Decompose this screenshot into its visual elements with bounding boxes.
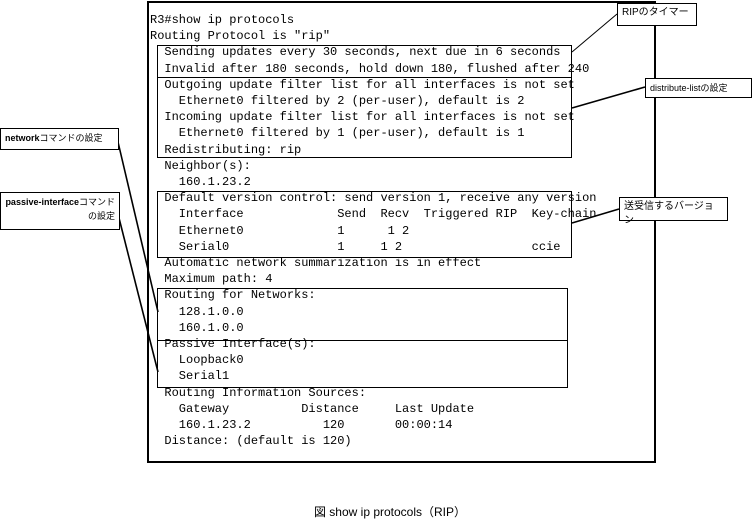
terminal-line: Interface Send Recv Triggered RIP Key-ch…	[150, 207, 597, 222]
callout-rip-timer-text: RIPのタイマー	[622, 7, 689, 18]
leader-line-timer	[571, 13, 618, 53]
terminal-frame	[147, 1, 656, 463]
terminal-line: Ethernet0 filtered by 1 (per-user), defa…	[150, 126, 525, 141]
version-highlight-box	[157, 191, 572, 258]
terminal-line: Loopback0	[150, 353, 244, 368]
terminal-line: Gateway Distance Last Update	[150, 401, 475, 416]
callout-distribute-list-text: distribute-listの設定	[650, 83, 728, 93]
terminal-line: Automatic network summarization is in ef…	[150, 256, 482, 270]
terminal-line: Serial1	[150, 369, 230, 384]
terminal-line: 160.1.0.0	[150, 320, 244, 335]
terminal-line: Maximum path: 4	[150, 272, 273, 287]
callout-network-text: コマンドの設定	[39, 133, 103, 143]
callout-version-text: 送受信するバージョン	[624, 201, 714, 226]
figure-caption: 図 show ip protocols（RIP）	[313, 505, 467, 519]
leader-line-passive	[118, 217, 159, 373]
terminal-line: Routing Protocol is "rip"	[150, 29, 331, 44]
terminal-line: Ethernet0 1 1 2	[150, 223, 410, 238]
leader-line-network	[117, 141, 159, 313]
terminal-line: Outgoing update filter list for all inte…	[150, 77, 575, 92]
callout-network: networkコマンドの設定	[0, 128, 119, 150]
terminal-line: 128.1.0.0	[150, 304, 244, 319]
leader-line-distribute	[571, 86, 646, 109]
leader-line-version	[571, 208, 620, 224]
callout-version: 送受信するバージョン	[619, 197, 728, 226]
callout-network-command: network	[5, 133, 40, 143]
callout-passive-command: passive-interface	[5, 197, 79, 207]
terminal-line: 160.1.23.2	[150, 175, 251, 189]
distribute-list-highlight-box	[157, 77, 572, 158]
terminal-line: Redistributing: rip	[150, 142, 302, 157]
terminal-line: 160.1.23.2 120 00:00:14	[150, 418, 453, 432]
terminal-line: Serial0 1 1 2 ccie	[150, 239, 561, 254]
terminal-line: Neighbor(s):	[150, 158, 251, 173]
passive-highlight-box	[157, 340, 568, 388]
terminal-line: Invalid after 180 seconds, hold down 180…	[150, 61, 590, 76]
terminal-line: Distance: (default is 120)	[150, 434, 352, 449]
terminal-line: Incoming update filter list for all inte…	[150, 110, 575, 125]
terminal-line: Routing for Networks:	[150, 288, 316, 303]
terminal-line: Routing Information Sources:	[150, 385, 367, 400]
callout-distribute-list: distribute-listの設定	[645, 78, 752, 98]
callout-passive-interface: passive-interfaceコマンドの設定	[0, 192, 120, 230]
terminal-line: Ethernet0 filtered by 2 (per-user), defa…	[150, 94, 525, 108]
terminal-line: R3#show ip protocols	[150, 13, 295, 27]
callout-passive-text: コマンドの設定	[78, 197, 115, 221]
terminal-line: Sending updates every 30 seconds, next d…	[150, 45, 561, 60]
terminal-line: Default version control: send version 1,…	[150, 191, 597, 206]
callout-rip-timer: RIPのタイマー	[617, 3, 697, 26]
